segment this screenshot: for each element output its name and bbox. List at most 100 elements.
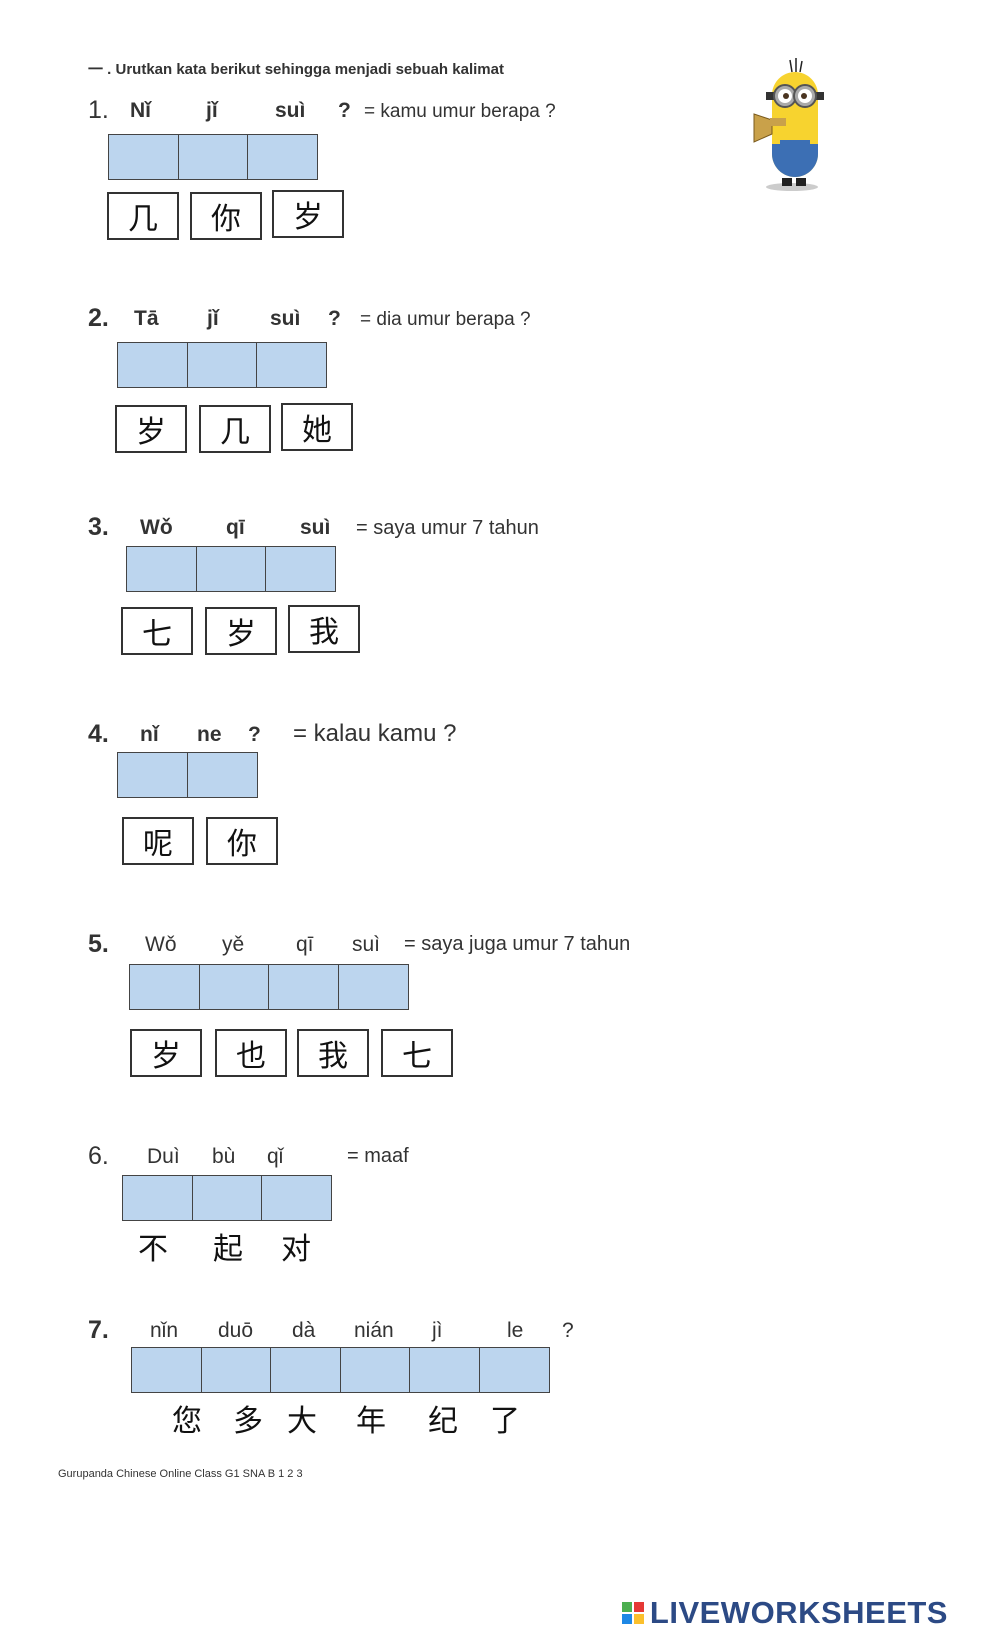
pinyin-word: ne bbox=[197, 723, 222, 746]
pinyin-word: qī bbox=[226, 516, 245, 539]
pinyin-word: ? bbox=[338, 99, 351, 122]
question-number: 1. bbox=[88, 96, 109, 124]
answer-slot[interactable] bbox=[195, 546, 267, 592]
answer-slot[interactable] bbox=[126, 546, 197, 592]
word-card[interactable]: 岁 bbox=[272, 190, 344, 238]
pinyin-word: suì bbox=[300, 516, 331, 539]
instruction: 一 . Urutkan kata berikut sehingga menjad… bbox=[88, 61, 504, 78]
question-number: 6. bbox=[88, 1142, 109, 1170]
answer-slots bbox=[131, 1347, 550, 1393]
word-card[interactable]: 我 bbox=[297, 1029, 369, 1077]
answer-slots bbox=[108, 134, 318, 180]
question-number: 7. bbox=[88, 1316, 109, 1344]
word-card[interactable]: 岁 bbox=[205, 607, 277, 655]
pinyin-word: Nǐ bbox=[130, 99, 151, 122]
pinyin-word: jǐ bbox=[206, 99, 218, 122]
pinyin-word: le bbox=[507, 1319, 524, 1342]
word-card[interactable]: 我 bbox=[288, 605, 360, 653]
question-number: 4. bbox=[88, 720, 109, 748]
answer-slots bbox=[117, 752, 258, 798]
pinyin-word: qī bbox=[296, 933, 314, 956]
word-card[interactable]: 年 bbox=[356, 1404, 386, 1439]
answer-slot[interactable] bbox=[247, 134, 318, 180]
answer-slot[interactable] bbox=[268, 964, 339, 1010]
word-card[interactable]: 你 bbox=[190, 192, 262, 240]
question-number: 3. bbox=[88, 513, 109, 541]
answer-slots bbox=[126, 546, 336, 592]
question-number: 5. bbox=[88, 930, 109, 958]
minion-mascot-image bbox=[753, 58, 824, 191]
meaning-text: = saya umur 7 tahun bbox=[356, 517, 539, 539]
pinyin-word: Tā bbox=[134, 307, 159, 330]
word-card[interactable]: 她 bbox=[281, 403, 353, 451]
word-card[interactable]: 岁 bbox=[115, 405, 187, 453]
liveworksheets-logo: LIVEWORKSHEETS bbox=[621, 1595, 948, 1631]
answer-slot[interactable] bbox=[191, 1175, 263, 1221]
pinyin-word: duō bbox=[218, 1319, 254, 1342]
brand-name: LIVEWORKSHEETS bbox=[649, 1595, 948, 1630]
meaning-text: = kamu umur berapa ? bbox=[364, 101, 556, 122]
answer-slot[interactable] bbox=[186, 752, 258, 798]
answer-slot[interactable] bbox=[265, 546, 336, 592]
pinyin-word: jì bbox=[432, 1319, 443, 1342]
word-card[interactable]: 您 bbox=[172, 1404, 202, 1439]
answer-slot[interactable] bbox=[337, 964, 409, 1010]
word-card[interactable]: 对 bbox=[281, 1232, 311, 1267]
answer-slots bbox=[129, 964, 409, 1010]
footer-credit: Gurupanda Chinese Online Class G1 SNA B … bbox=[58, 1468, 303, 1480]
word-card[interactable]: 也 bbox=[215, 1029, 287, 1077]
word-card[interactable]: 你 bbox=[206, 817, 278, 865]
answer-slot[interactable] bbox=[409, 1347, 480, 1393]
answer-slot[interactable] bbox=[186, 342, 258, 388]
pinyin-word: Wǒ bbox=[140, 516, 173, 539]
word-card[interactable]: 多 bbox=[233, 1404, 263, 1439]
pinyin-word: nǐ bbox=[140, 723, 159, 746]
answer-slot[interactable] bbox=[256, 342, 327, 388]
word-card[interactable]: 几 bbox=[199, 405, 271, 453]
pinyin-word: dà bbox=[292, 1319, 316, 1342]
answer-slot[interactable] bbox=[117, 342, 188, 388]
pinyin-word: ? bbox=[328, 307, 341, 330]
pinyin-word: ? bbox=[248, 723, 261, 746]
pinyin-word: nián bbox=[354, 1319, 394, 1342]
word-card[interactable]: 起 bbox=[213, 1232, 243, 1267]
meaning-text: = dia umur berapa ? bbox=[360, 309, 531, 330]
pinyin-word: bù bbox=[212, 1145, 236, 1168]
answer-slot[interactable] bbox=[198, 964, 270, 1010]
meaning-text: = saya juga umur 7 tahun bbox=[404, 933, 631, 955]
word-card[interactable]: 大 bbox=[287, 1404, 317, 1439]
pinyin-word: suì bbox=[270, 307, 301, 330]
pinyin-word: Wǒ bbox=[145, 933, 177, 956]
answer-slot[interactable] bbox=[122, 1175, 193, 1221]
word-card[interactable]: 了 bbox=[490, 1404, 520, 1439]
logo-grid-icon bbox=[621, 1602, 644, 1624]
meaning-text: = kalau kamu ? bbox=[293, 720, 457, 747]
answer-slot[interactable] bbox=[177, 134, 249, 180]
answer-slot[interactable] bbox=[117, 752, 188, 798]
pinyin-word: nǐn bbox=[150, 1319, 179, 1342]
answer-slots bbox=[117, 342, 327, 388]
answer-slot[interactable] bbox=[200, 1347, 272, 1393]
pinyin-word: suì bbox=[275, 99, 306, 122]
word-card[interactable]: 几 bbox=[107, 192, 179, 240]
answer-slots bbox=[122, 1175, 332, 1221]
meaning-text: = maaf bbox=[347, 1145, 409, 1167]
word-card[interactable]: 七 bbox=[381, 1029, 453, 1077]
answer-slot[interactable] bbox=[129, 964, 200, 1010]
word-card[interactable]: 不 bbox=[138, 1232, 168, 1267]
word-card[interactable]: 七 bbox=[121, 607, 193, 655]
pinyin-word: jǐ bbox=[207, 307, 219, 330]
word-card[interactable]: 纪 bbox=[428, 1404, 458, 1439]
answer-slot[interactable] bbox=[261, 1175, 332, 1221]
answer-slot[interactable] bbox=[270, 1347, 341, 1393]
answer-slot[interactable] bbox=[131, 1347, 202, 1393]
pinyin-word: Duì bbox=[147, 1145, 180, 1168]
pinyin-word: qǐ bbox=[267, 1145, 284, 1168]
answer-slot[interactable] bbox=[108, 134, 179, 180]
pinyin-word: suì bbox=[352, 933, 381, 956]
answer-slot[interactable] bbox=[339, 1347, 411, 1393]
answer-slot[interactable] bbox=[478, 1347, 550, 1393]
pinyin-word: yě bbox=[222, 933, 245, 956]
word-card[interactable]: 呢 bbox=[122, 817, 194, 865]
word-card[interactable]: 岁 bbox=[130, 1029, 202, 1077]
